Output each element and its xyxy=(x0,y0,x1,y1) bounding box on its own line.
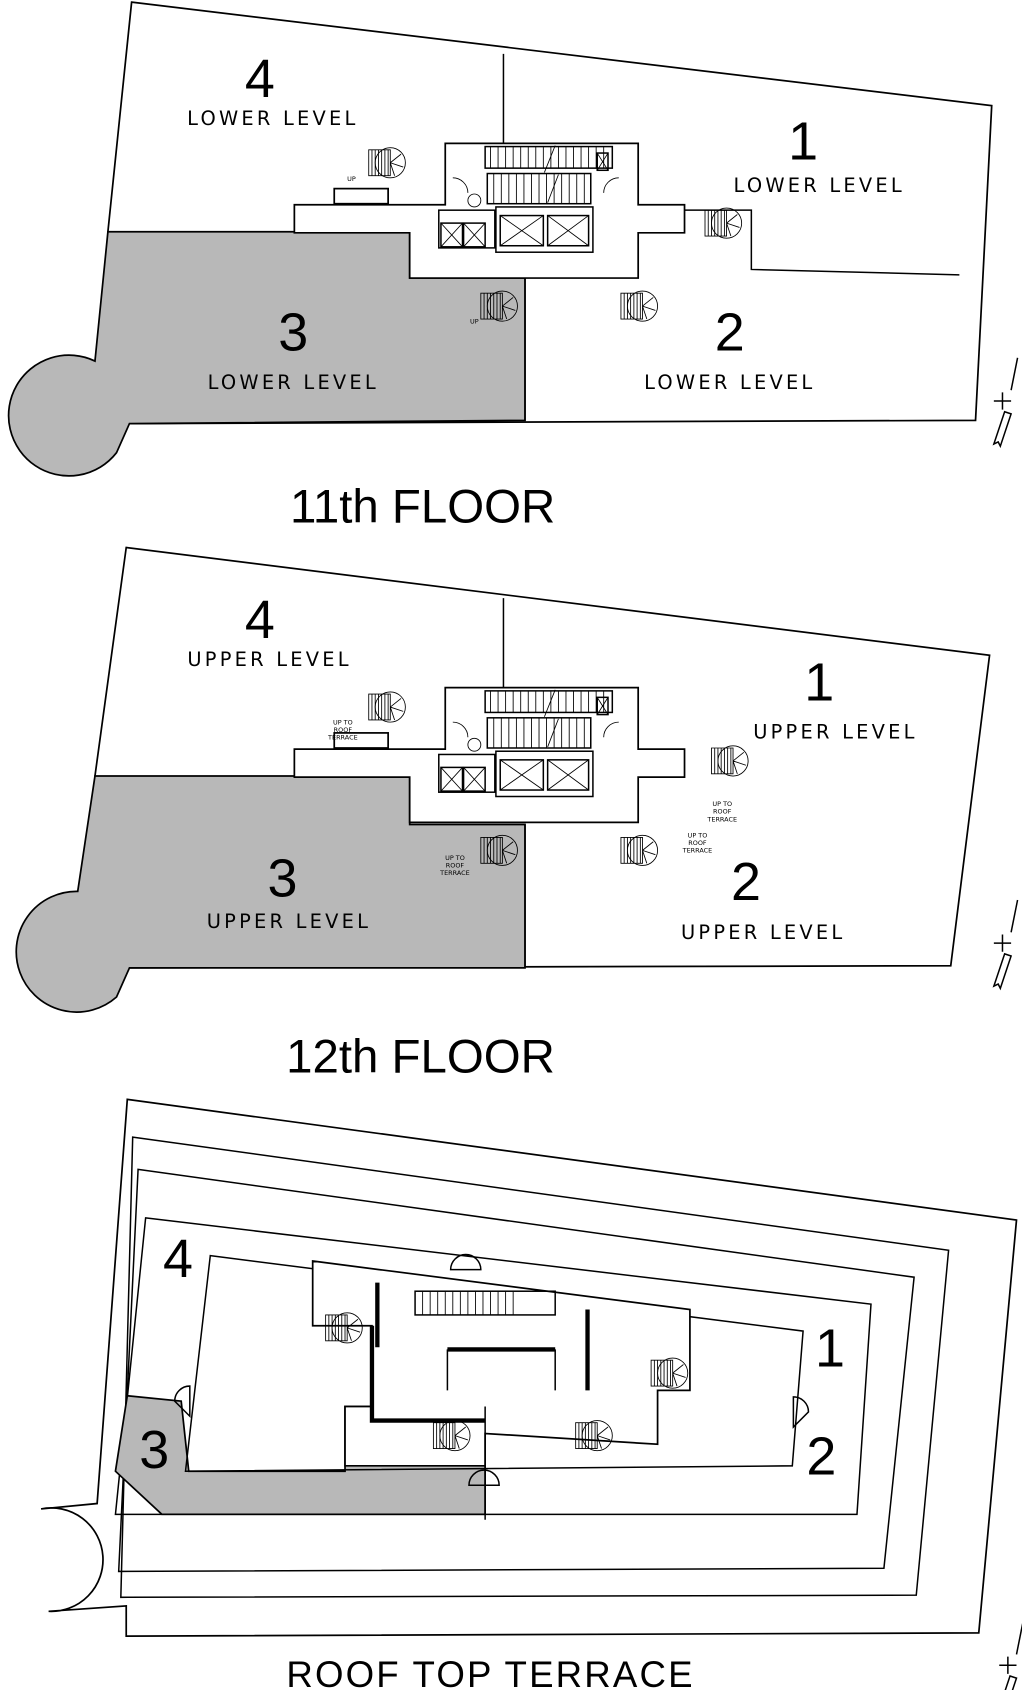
unit-level: LOWER LEVEL xyxy=(644,371,815,394)
unit-number: 2 xyxy=(806,1426,836,1486)
unit-level: UPPER LEVEL xyxy=(207,910,371,933)
unit-level: LOWER LEVEL xyxy=(734,174,905,197)
north-arrow-icon xyxy=(998,1621,1022,1690)
floor-plan-11th: UP UP 4 LOWER LEVEL 1 LOWER LEVEL 3 LOWE… xyxy=(7,1,1019,534)
svg-text:UP TO: UP TO xyxy=(445,854,465,862)
unit-number: 1 xyxy=(788,112,818,172)
north-arrow-icon xyxy=(993,899,1019,990)
unit-number: 2 xyxy=(731,852,761,912)
unit-number: 3 xyxy=(268,849,298,909)
floor-plan-roof-terrace: 4 1 3 2 ROOF TOP TERRACE xyxy=(40,1098,1022,1690)
unit-level: UPPER LEVEL xyxy=(187,648,351,671)
unit-number: 3 xyxy=(139,1420,169,1480)
stair-label-up-to-roof: UP TO ROOF TERRACE xyxy=(706,800,737,823)
svg-text:TERRACE: TERRACE xyxy=(706,815,737,823)
svg-text:TERRACE: TERRACE xyxy=(327,733,358,741)
svg-text:ROOF: ROOF xyxy=(713,808,732,816)
svg-text:UP TO: UP TO xyxy=(688,831,708,839)
unit-level: UPPER LEVEL xyxy=(681,921,845,944)
unit-number: 4 xyxy=(245,49,275,109)
unit-3-shaded-area xyxy=(15,775,526,1013)
unit-level: LOWER LEVEL xyxy=(187,107,358,130)
floor-plan-12th: UP TO ROOF TERRACE UP TO ROOF TERRACE UP… xyxy=(15,546,1019,1083)
stair-label-up-to-roof: UP TO ROOF TERRACE xyxy=(439,854,470,877)
north-arrow-icon xyxy=(993,357,1019,447)
floor-title: 12th FLOOR xyxy=(286,1030,555,1083)
unit-3-shaded-area xyxy=(7,230,526,477)
floor-title: 11th FLOOR xyxy=(290,481,555,534)
unit-number: 4 xyxy=(163,1229,193,1289)
svg-text:UP TO: UP TO xyxy=(333,718,353,726)
stair-label: UP xyxy=(347,175,356,183)
svg-text:TERRACE: TERRACE xyxy=(682,847,713,855)
svg-text:ROOF: ROOF xyxy=(688,839,707,847)
unit-level: LOWER LEVEL xyxy=(208,371,379,394)
svg-text:ROOF: ROOF xyxy=(446,862,465,870)
floor-title: ROOF TOP TERRACE xyxy=(286,1654,694,1690)
unit-number: 1 xyxy=(815,1319,845,1379)
stair-label: UP xyxy=(470,317,479,325)
stair-label-up-to-roof: UP TO ROOF TERRACE xyxy=(327,718,358,741)
svg-text:UP TO: UP TO xyxy=(712,800,732,808)
unit-number: 1 xyxy=(804,653,834,713)
svg-text:TERRACE: TERRACE xyxy=(439,869,470,877)
unit-number: 4 xyxy=(245,590,275,650)
svg-text:ROOF: ROOF xyxy=(334,726,353,734)
unit-number: 2 xyxy=(715,302,745,362)
stair-label-up-to-roof: UP TO ROOF TERRACE xyxy=(682,831,713,854)
unit-level: UPPER LEVEL xyxy=(753,720,917,743)
unit-number: 3 xyxy=(278,302,308,362)
